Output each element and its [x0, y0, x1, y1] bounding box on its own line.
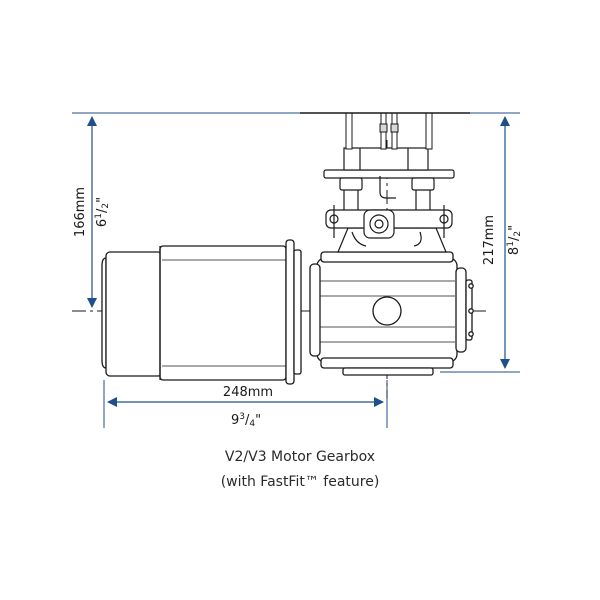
height-metric-label: 166mm [73, 187, 88, 237]
total-height-imperial-label: 81/2" [506, 225, 523, 255]
motor-rear-section [105, 251, 163, 377]
base-flange [323, 169, 455, 179]
nut-left [339, 177, 363, 191]
motor-cylinder [159, 245, 287, 381]
caption-title: V2/V3 Motor Gearbox [224, 449, 376, 465]
gearbox-right-cap [455, 267, 467, 353]
motor-body [101, 239, 302, 385]
upper-housing [343, 147, 429, 171]
motor-flange-outer [285, 239, 295, 385]
gearbox-left-cap [309, 263, 321, 357]
dimension-arrows [87, 116, 510, 407]
dimension-labels: 166mm 61/2" 217mm 81/2" 248mm 93/4" [73, 187, 523, 429]
caption-subtitle: (with FastFit™ feature) [220, 474, 380, 490]
motor-end-cap [101, 257, 107, 369]
total-height-metric-label: 217mm [482, 215, 497, 265]
length-imperial-label: 93/4" [231, 412, 261, 429]
height-imperial-label: 61/2" [94, 197, 111, 227]
gearbox-top-plate [320, 251, 454, 263]
motor-flange-inner [293, 249, 302, 375]
gearbox-foot [342, 367, 434, 376]
cable-bend [379, 176, 396, 199]
nut-right [411, 177, 435, 191]
length-metric-label: 248mm [223, 385, 273, 400]
gearbox-bottom-plate [320, 357, 454, 369]
gearbox [309, 251, 474, 376]
mounting-assembly [323, 147, 455, 253]
mounting-studs [345, 112, 433, 150]
output-shaft-boss [372, 296, 402, 326]
